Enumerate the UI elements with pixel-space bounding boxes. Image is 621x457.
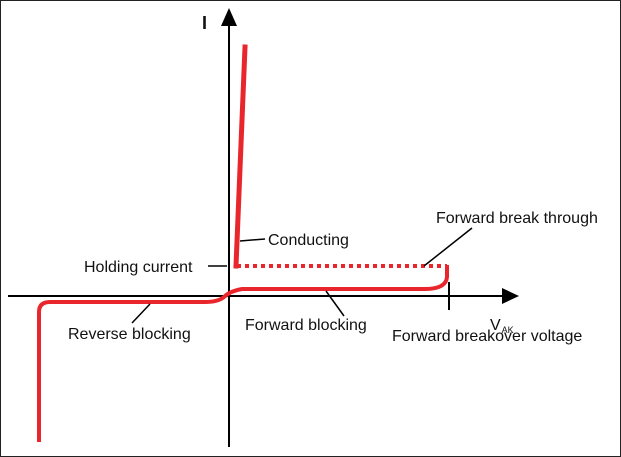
forward-break-through-label: Forward break through (436, 210, 598, 227)
conducting-label: Conducting (268, 232, 349, 249)
y-axis-label: I (202, 13, 207, 33)
x-axis-arrow (502, 288, 519, 304)
conducting-leader (239, 238, 266, 242)
y-axis-arrow (221, 8, 237, 26)
forward-break-through-leader (423, 227, 473, 267)
conducting-curve (233, 44, 248, 269)
forward-breakover-voltage-label: Forward breakover voltage (392, 328, 582, 345)
x-axis-label-main: V (490, 317, 501, 334)
reverse-blocking-label: Reverse blocking (68, 326, 191, 343)
holding-current-label: Holding current (84, 259, 193, 276)
reverse-blocking-leader (131, 303, 151, 324)
blocking-curve (37, 265, 449, 442)
x-axis-label-subscript: AK (502, 325, 514, 335)
forward-blocking-label: Forward blocking (245, 317, 367, 334)
forward-blocking-leader (325, 290, 345, 317)
x-axis-label: VAK (490, 317, 514, 335)
